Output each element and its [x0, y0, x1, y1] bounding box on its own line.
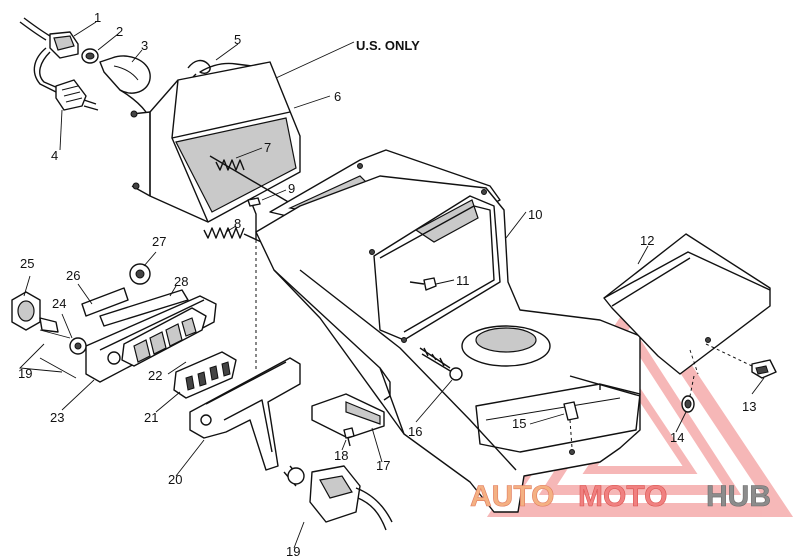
switch-bracket-assembly: [11, 263, 393, 531]
grommet-14: [681, 375, 695, 413]
callout-14: 14: [670, 430, 684, 445]
leader-lines: [23, 21, 765, 549]
callout-21: 21: [144, 410, 158, 425]
console-body: [255, 149, 641, 513]
callout-10: 10: [528, 207, 542, 222]
callout-11: 11: [456, 273, 470, 288]
headlight-wiring-group: [19, 17, 151, 113]
callout-19-bracket: [19, 343, 63, 373]
us-only-note: U.S. ONLY: [356, 38, 420, 53]
callout-25: 25: [20, 256, 34, 271]
callout-23: 23: [50, 410, 64, 425]
svg-text:HUB: HUB: [706, 480, 771, 513]
callout-8: 8: [234, 216, 241, 231]
headlight-housing: [130, 61, 301, 223]
clip-15: [563, 401, 579, 449]
callout-17: 17: [376, 458, 390, 473]
callout-2: 2: [116, 24, 123, 39]
callout-5: 5: [234, 32, 241, 47]
callout-12: 12: [640, 233, 654, 248]
callout-28: 28: [174, 274, 188, 289]
callout-13: 13: [742, 399, 756, 414]
adjuster-spring-7: [209, 155, 303, 211]
callout-16: 16: [408, 424, 422, 439]
screw-11: [409, 277, 437, 291]
callout-20: 20: [168, 472, 182, 487]
callout-4: 4: [51, 148, 58, 163]
callout-24: 24: [52, 296, 66, 311]
callout-19-left: 19: [18, 366, 32, 381]
callout-1: 1: [94, 10, 101, 25]
callout-26: 26: [66, 268, 80, 283]
callout-3: 3: [141, 38, 148, 53]
callout-6: 6: [334, 89, 341, 104]
svg-text:AUTO: AUTO: [470, 480, 554, 513]
callout-22: 22: [148, 368, 162, 383]
screw-16: [419, 347, 463, 381]
callout-27: 27: [152, 234, 166, 249]
svg-text:MOTO: MOTO: [578, 480, 667, 513]
callout-19-lower: 19: [286, 544, 300, 559]
rear-cover: [603, 233, 771, 375]
callout-18: 18: [334, 448, 348, 463]
callout-7: 7: [264, 140, 271, 155]
key-13: [705, 343, 777, 379]
callout-9: 9: [288, 181, 295, 196]
callout-15: 15: [512, 416, 526, 431]
watermark-logo: AUTO MOTO HUB: [470, 480, 772, 514]
screw-9: [247, 197, 261, 370]
